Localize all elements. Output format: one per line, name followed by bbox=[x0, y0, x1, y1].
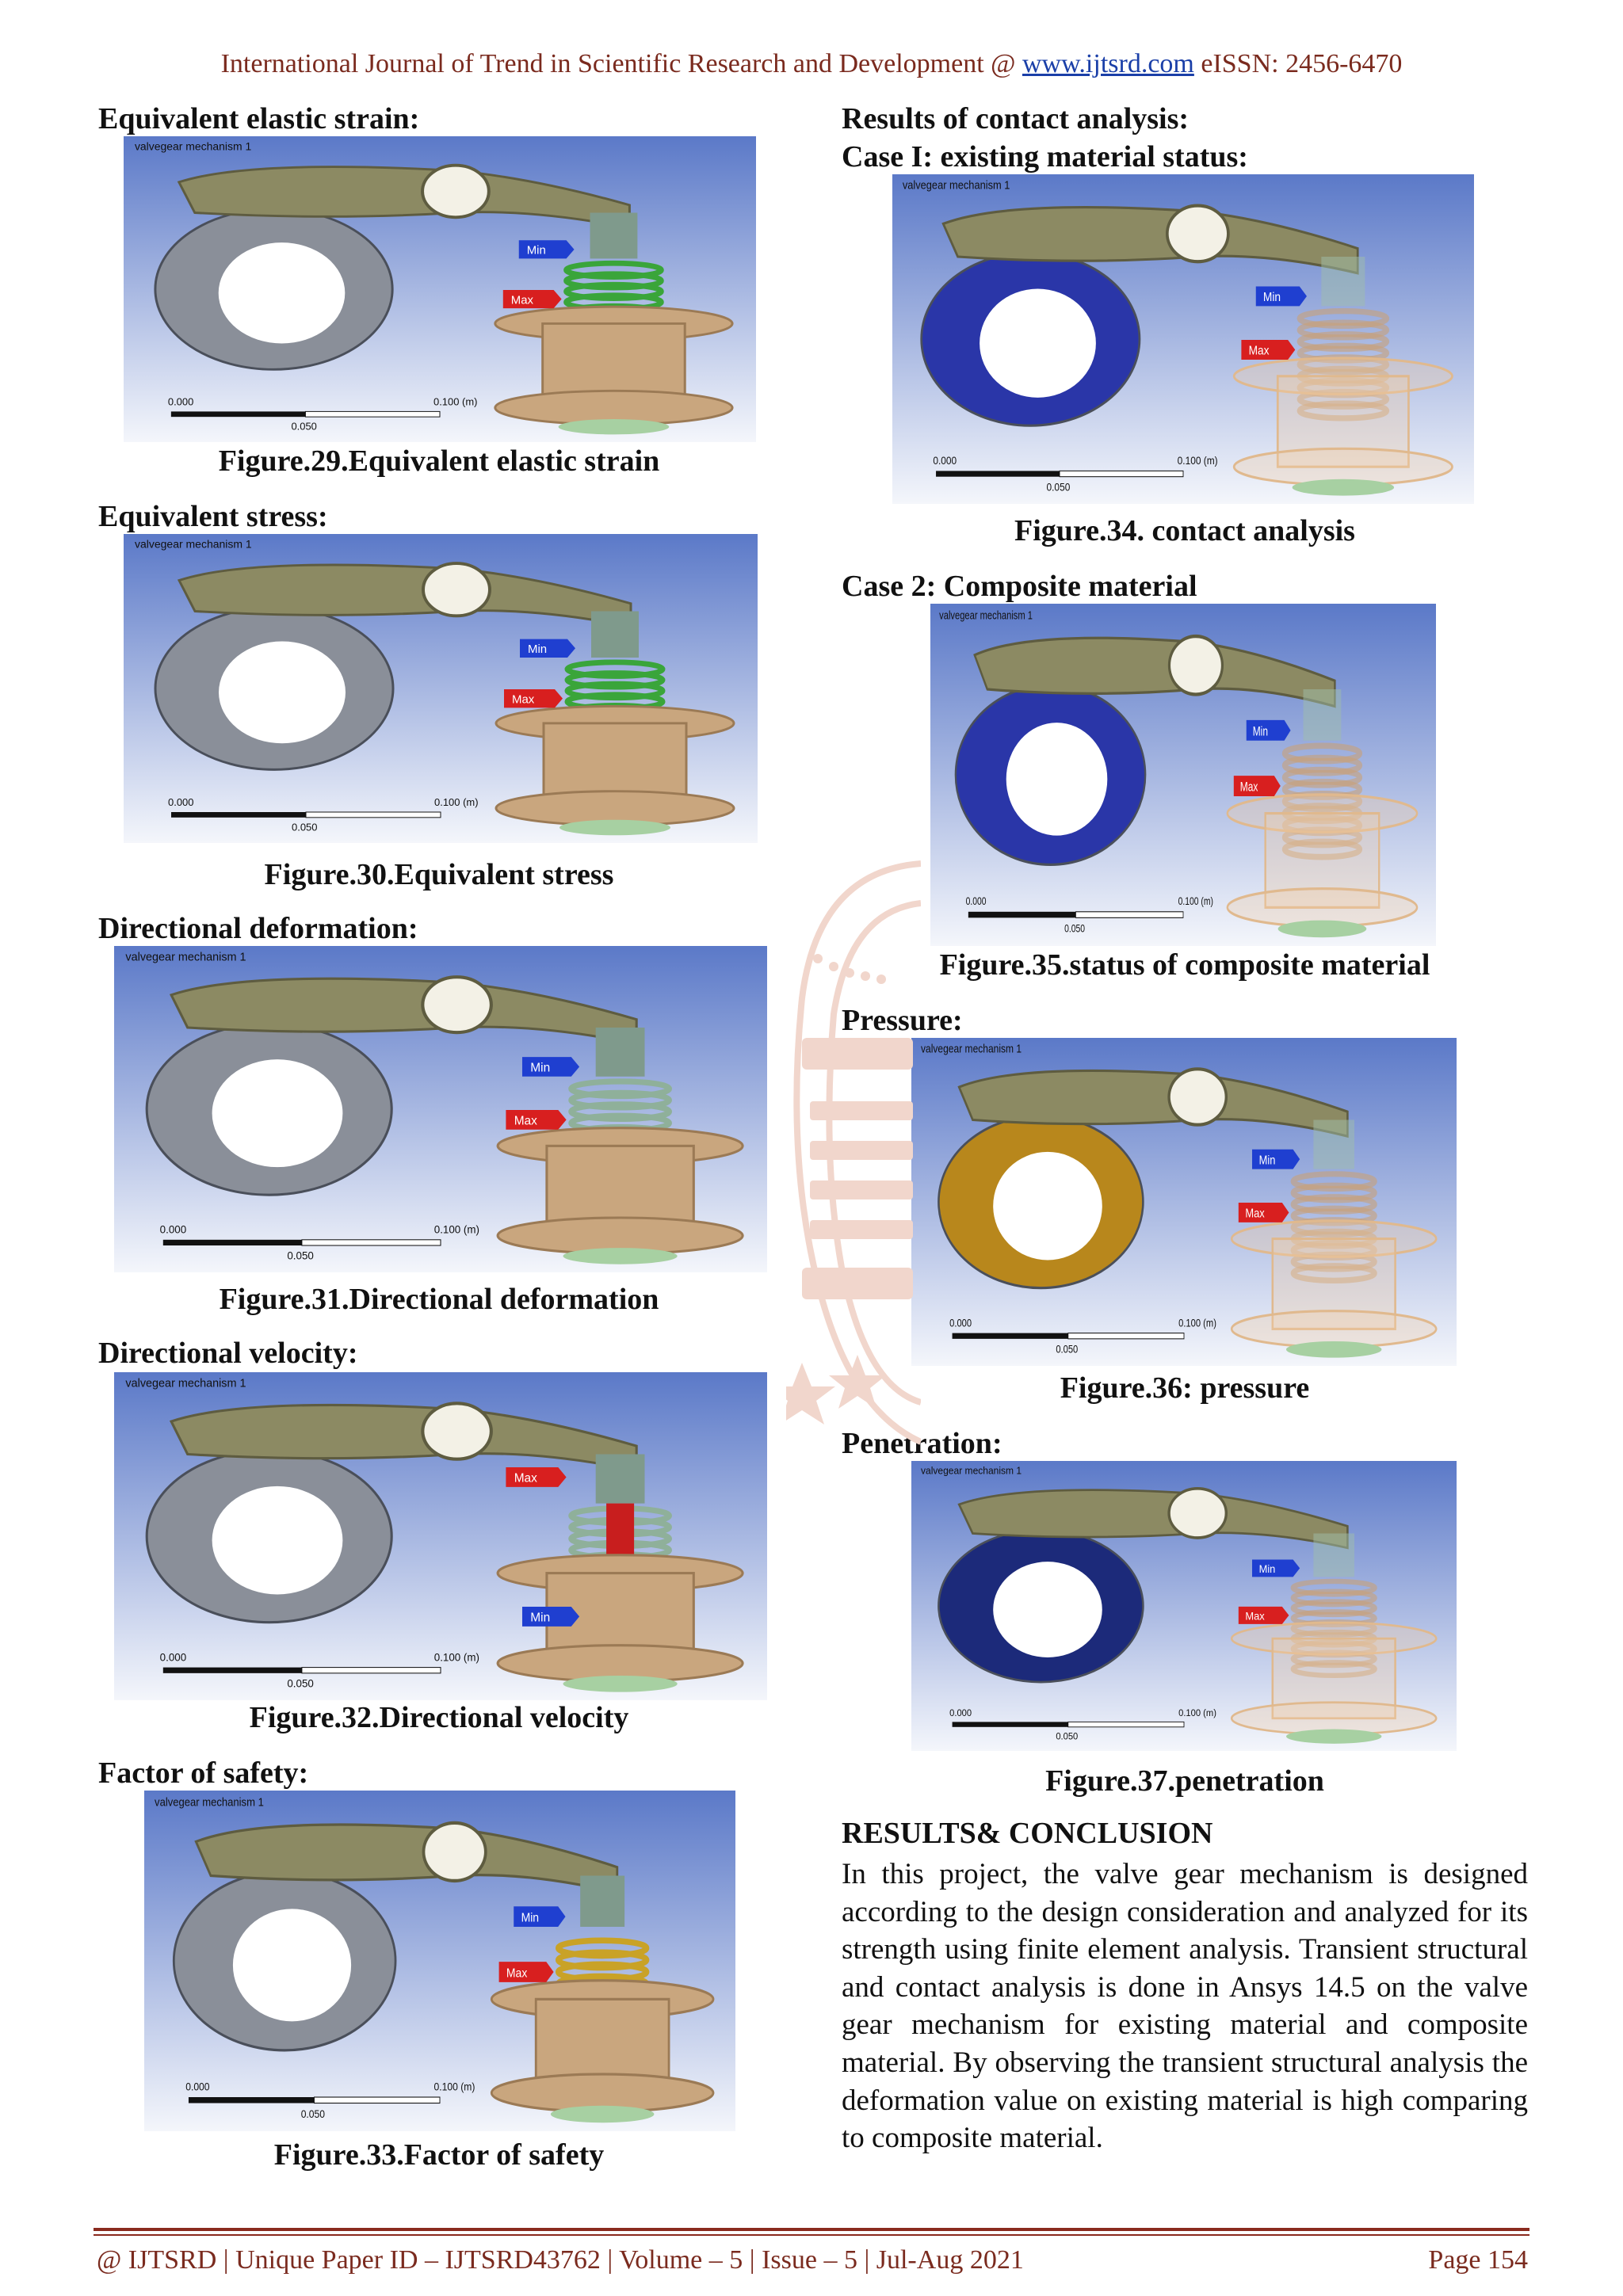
svg-text:valvegear mechanism 1: valvegear mechanism 1 bbox=[939, 608, 1033, 622]
svg-text:0.100 (m): 0.100 (m) bbox=[1178, 454, 1218, 467]
heading-equivalent-stress: Equivalent stress: bbox=[98, 500, 328, 533]
journal-watermark-seal bbox=[769, 840, 922, 1466]
figure-29-caption: Figure.29.Equivalent elastic strain bbox=[218, 444, 660, 478]
svg-text:Max: Max bbox=[514, 1115, 537, 1128]
running-footer: @ IJTSRD | Unique Paper ID – IJTSRD43762… bbox=[97, 2245, 1528, 2275]
svg-text:0.000: 0.000 bbox=[933, 454, 957, 467]
svg-text:Min: Min bbox=[530, 1611, 550, 1625]
svg-text:0.000: 0.000 bbox=[168, 396, 193, 408]
svg-text:Max: Max bbox=[1245, 1207, 1264, 1221]
svg-text:0.050: 0.050 bbox=[287, 1250, 313, 1262]
svg-text:Min: Min bbox=[1259, 1563, 1276, 1575]
svg-text:0.050: 0.050 bbox=[1056, 1343, 1078, 1355]
svg-text:valvegear mechanism 1: valvegear mechanism 1 bbox=[135, 538, 252, 551]
figure-36-caption: Figure.36: pressure bbox=[1060, 1371, 1310, 1405]
svg-text:0.100 (m): 0.100 (m) bbox=[434, 2081, 475, 2093]
svg-text:0.100 (m): 0.100 (m) bbox=[1178, 895, 1213, 908]
figure-31-image: valvegear mechanism 1 Min Max 0.000 0.05… bbox=[114, 946, 767, 1272]
heading-equivalent-elastic-strain: Equivalent elastic strain: bbox=[98, 102, 420, 135]
heading-directional-velocity: Directional velocity: bbox=[98, 1337, 358, 1370]
heading-results-of-contact-analysis: Results of contact analysis: bbox=[842, 102, 1190, 135]
svg-text:Max: Max bbox=[512, 694, 535, 707]
figure-33-caption: Figure.33.Factor of safety bbox=[273, 2138, 605, 2172]
figure-34-caption: Figure.34. contact analysis bbox=[1014, 514, 1355, 547]
figure-36-image: valvegear mechanism 1 Min Max 0.000 0.05… bbox=[911, 1038, 1457, 1366]
heading-directional-deformation: Directional deformation: bbox=[98, 912, 418, 945]
svg-text:0.100 (m): 0.100 (m) bbox=[434, 1224, 479, 1236]
figure-30-image: valvegear mechanism 1 Min Max 0.000 0.05… bbox=[124, 534, 758, 843]
heading-results-conclusion: RESULTS& CONCLUSION bbox=[842, 1817, 1213, 1850]
svg-text:valvegear mechanism 1: valvegear mechanism 1 bbox=[155, 1794, 264, 1808]
figure-37-image: valvegear mechanism 1 Min Max 0.000 0.05… bbox=[911, 1461, 1457, 1751]
svg-text:0.100 (m): 0.100 (m) bbox=[1178, 1317, 1216, 1329]
footer-paper-info: @ IJTSRD | Unique Paper ID – IJTSRD43762… bbox=[97, 2245, 1024, 2275]
svg-text:0.050: 0.050 bbox=[1047, 481, 1071, 494]
heading-case-2: Case 2: Composite material bbox=[842, 570, 1197, 603]
figure-29-image: valvegear mechanism 1 Min Max 0.000 0.05… bbox=[124, 136, 756, 442]
footer-rule-thin bbox=[94, 2234, 1529, 2236]
svg-text:Max: Max bbox=[1245, 1610, 1265, 1622]
figure-34-image: valvegear mechanism 1 Min Max 0.000 0.05… bbox=[892, 174, 1474, 504]
svg-text:Min: Min bbox=[1259, 1154, 1276, 1167]
svg-text:valvegear mechanism 1: valvegear mechanism 1 bbox=[135, 141, 251, 153]
svg-text:valvegear mechanism 1: valvegear mechanism 1 bbox=[125, 1378, 246, 1390]
svg-text:0.100 (m): 0.100 (m) bbox=[434, 796, 479, 808]
svg-text:Min: Min bbox=[1263, 291, 1281, 304]
svg-text:0.000: 0.000 bbox=[949, 1709, 972, 1718]
figure-35-image: valvegear mechanism 1 Min Max 0.000 0.05… bbox=[930, 604, 1436, 946]
svg-text:0.000: 0.000 bbox=[160, 1224, 186, 1236]
header-journal-name: International Journal of Trend in Scient… bbox=[220, 49, 1022, 78]
footer-rule-thick bbox=[94, 2228, 1529, 2231]
svg-text:0.100 (m): 0.100 (m) bbox=[1178, 1709, 1216, 1718]
svg-text:Min: Min bbox=[521, 1911, 540, 1925]
svg-text:0.000: 0.000 bbox=[966, 895, 987, 908]
svg-text:0.000: 0.000 bbox=[949, 1317, 972, 1329]
header-website-link[interactable]: www.ijtsrd.com bbox=[1022, 49, 1194, 78]
svg-text:valvegear mechanism 1: valvegear mechanism 1 bbox=[921, 1043, 1022, 1055]
svg-text:valvegear mechanism 1: valvegear mechanism 1 bbox=[903, 179, 1010, 192]
figure-32-image: valvegear mechanism 1 Min Max 0.000 0.05… bbox=[114, 1372, 767, 1700]
svg-text:0.100 (m): 0.100 (m) bbox=[434, 1651, 479, 1663]
running-header: International Journal of Trend in Scient… bbox=[0, 49, 1623, 79]
figure-33-image: valvegear mechanism 1 Min Max 0.000 0.05… bbox=[144, 1791, 735, 2131]
page-number: Page 154 bbox=[1428, 2245, 1528, 2275]
figure-35-caption: Figure.35.status of composite material bbox=[939, 948, 1430, 982]
svg-text:Max: Max bbox=[1249, 345, 1270, 358]
svg-text:Min: Min bbox=[527, 245, 546, 257]
figure-30-caption: Figure.30.Equivalent stress bbox=[264, 858, 614, 891]
svg-text:Max: Max bbox=[506, 1966, 528, 1981]
heading-factor-of-safety: Factor of safety: bbox=[98, 1756, 309, 1790]
svg-text:valvegear mechanism 1: valvegear mechanism 1 bbox=[921, 1465, 1022, 1476]
conclusion-paragraph: In this project, the valve gear mechanis… bbox=[842, 1858, 1528, 2155]
svg-text:Max: Max bbox=[514, 1472, 537, 1486]
svg-text:Max: Max bbox=[1240, 780, 1258, 795]
svg-text:0.050: 0.050 bbox=[301, 2107, 325, 2120]
heading-penetration: Penetration: bbox=[842, 1427, 1002, 1460]
svg-text:0.050: 0.050 bbox=[1056, 1732, 1078, 1741]
figure-37-caption: Figure.37.penetration bbox=[1045, 1764, 1324, 1798]
svg-text:0.100 (m): 0.100 (m) bbox=[433, 396, 477, 408]
svg-text:Min: Min bbox=[528, 643, 547, 656]
svg-text:0.000: 0.000 bbox=[185, 2081, 209, 2093]
heading-case-1: Case I: existing material status: bbox=[842, 140, 1248, 174]
figure-32-caption: Figure.32.Directional velocity bbox=[249, 1701, 629, 1734]
heading-pressure: Pressure: bbox=[842, 1004, 963, 1037]
conclusion-body: In this project, the valve gear mechanis… bbox=[842, 1855, 1528, 2157]
svg-text:Max: Max bbox=[511, 295, 534, 307]
svg-text:Min: Min bbox=[530, 1062, 550, 1075]
figure-31-caption: Figure.31.Directional deformation bbox=[219, 1283, 659, 1316]
svg-text:0.050: 0.050 bbox=[291, 421, 316, 433]
svg-text:0.050: 0.050 bbox=[292, 822, 318, 833]
svg-text:Min: Min bbox=[1253, 725, 1268, 739]
svg-text:0.050: 0.050 bbox=[287, 1677, 313, 1689]
svg-text:valvegear mechanism 1: valvegear mechanism 1 bbox=[125, 952, 246, 964]
header-issn: eISSN: 2456-6470 bbox=[1193, 49, 1403, 78]
svg-text:0.050: 0.050 bbox=[1064, 922, 1085, 935]
svg-text:0.000: 0.000 bbox=[168, 796, 194, 808]
svg-text:0.000: 0.000 bbox=[160, 1651, 186, 1663]
